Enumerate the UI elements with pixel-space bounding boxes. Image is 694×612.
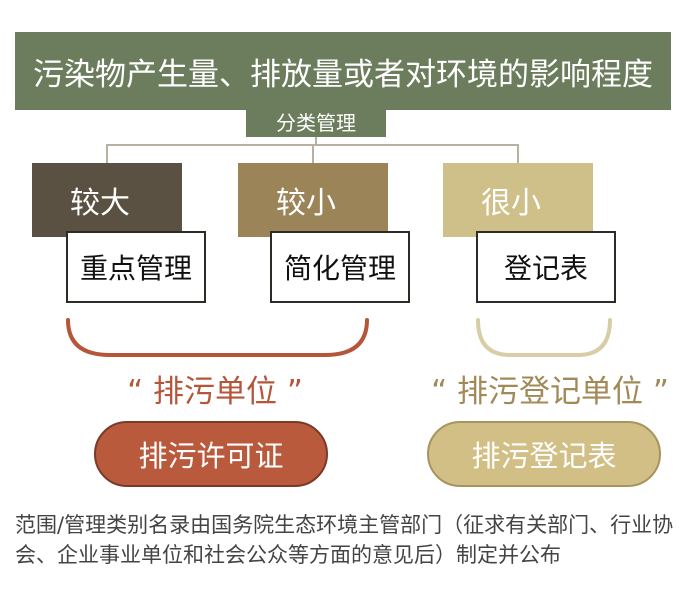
category-label: 较小: [276, 186, 336, 221]
management-register: 登记表: [476, 231, 616, 303]
management-label: 登记表: [503, 252, 588, 285]
permit-pill: 排污许可证: [94, 421, 328, 487]
tree-connector: [106, 137, 519, 163]
classify-label: 分类管理: [246, 105, 386, 137]
register-text: 排污登记表: [471, 439, 617, 473]
permit-text: 排污许可证: [138, 439, 284, 473]
title-text: 污染物产生量、排放量或者对环境的影响程度: [33, 56, 653, 93]
management-label: 简化管理: [283, 252, 396, 285]
quote-register-unit: “ 排污登记单位 ”: [431, 373, 669, 410]
quote-pollutant-unit: “ 排污单位 ”: [127, 373, 303, 410]
category-label: 较大: [70, 186, 130, 221]
classify-text: 分类管理: [276, 110, 356, 135]
footer-note: 范围/管理类别名录由国务院生态环境主管部门（征求有关部门、行业协会、企业事业单位…: [15, 513, 674, 567]
management-key: 重点管理: [66, 231, 206, 303]
brace-left: [66, 318, 369, 357]
category-tiny: 很小: [443, 163, 593, 237]
category-small: 较小: [238, 163, 388, 237]
title-bar: 污染物产生量、排放量或者对环境的影响程度: [15, 32, 671, 110]
management-label: 重点管理: [79, 252, 192, 285]
category-label: 很小: [481, 186, 541, 221]
category-large: 较大: [32, 163, 182, 237]
register-pill: 排污登记表: [427, 421, 661, 487]
brace-right: [476, 318, 612, 357]
management-simple: 简化管理: [270, 231, 410, 303]
